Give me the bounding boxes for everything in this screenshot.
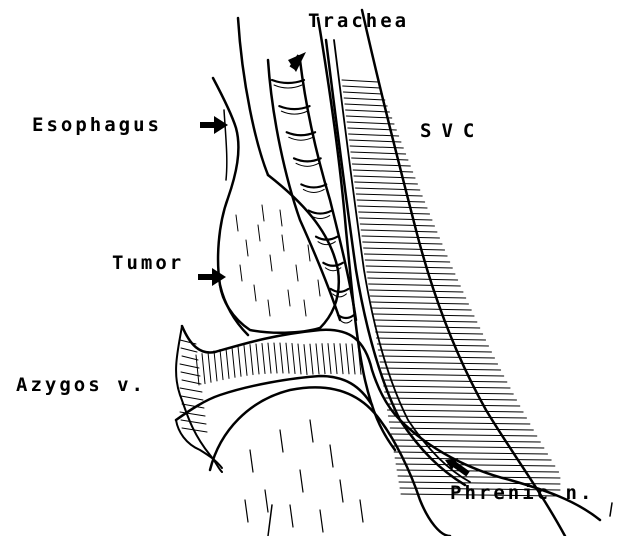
- tumor-label: Tumor: [112, 254, 184, 273]
- trachea-arrow: [288, 52, 306, 72]
- azygos-vein: [176, 326, 400, 472]
- tumor-mass: [220, 175, 339, 333]
- heart-region: [210, 387, 600, 536]
- tumor-arrow: [198, 268, 226, 286]
- phrenic-label: Phrenic n.: [450, 484, 594, 503]
- esophagus-label: Esophagus: [32, 116, 162, 135]
- svc-label: SVC: [420, 122, 484, 141]
- esophagus-arrow: [200, 116, 228, 134]
- svc-vessel: [318, 10, 565, 536]
- trachea-label: Trachea: [308, 12, 409, 31]
- azygos-label: Azygos v.: [16, 376, 146, 395]
